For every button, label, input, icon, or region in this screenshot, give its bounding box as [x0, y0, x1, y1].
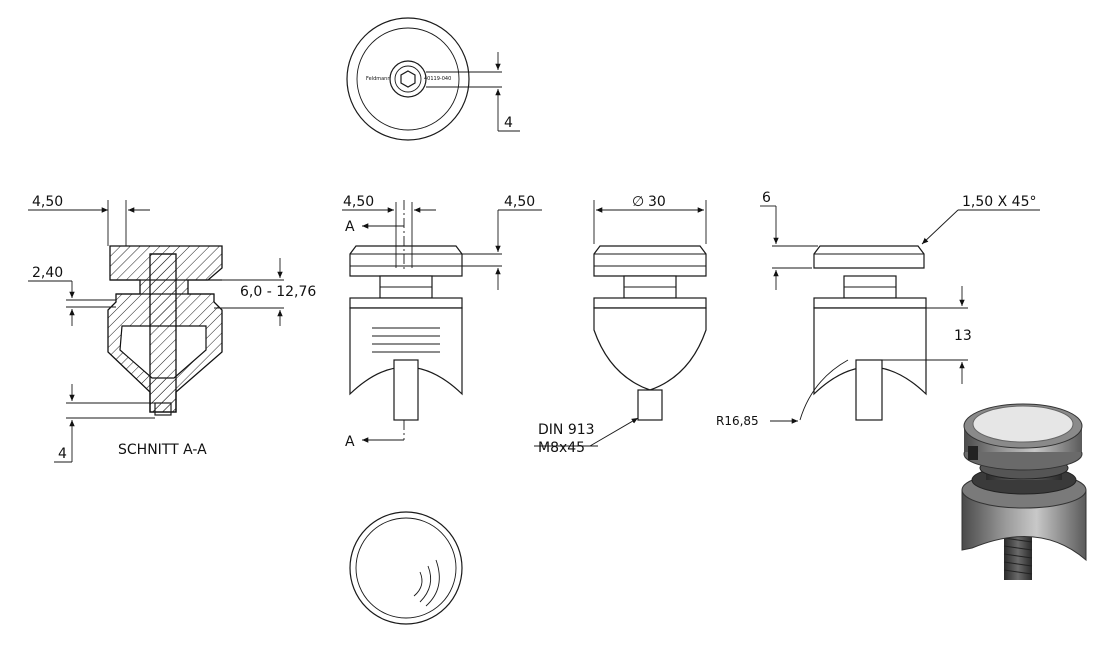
section-view: 4,50 2,40 6,0 - 12,76 4 SCHNITT A-A — [28, 194, 316, 463]
front-view: A A 4,50 4,50 — [342, 194, 542, 450]
section-marker-bottom: A — [345, 434, 355, 450]
section-dim-range: 6,0 - 12,76 — [240, 284, 316, 300]
section-dim-top: 4,50 — [32, 194, 63, 210]
engraving-right: 40119-040 — [424, 76, 451, 82]
right-dim-height: 6 — [762, 190, 771, 206]
engraving-left: Feldmann — [366, 76, 391, 82]
bottom-view — [349, 511, 463, 625]
top-dim-4: 4 — [504, 115, 513, 131]
right-view: 6 1,50 X 45° 13 R16,85 — [716, 190, 1040, 428]
screw-size: M8x45 — [538, 440, 585, 456]
side-dim-diameter: 30 — [648, 194, 666, 210]
section-dim-bottom: 4 — [58, 446, 67, 462]
top-view: Feldmann 40119-040 4 — [346, 17, 520, 141]
screw-standard: DIN 913 — [538, 422, 595, 438]
section-caption: SCHNITT A-A — [118, 442, 207, 458]
diameter-symbol: ∅ — [632, 194, 644, 210]
front-dim-left: 4,50 — [343, 194, 374, 210]
hex-socket-icon — [400, 70, 416, 88]
right-dim-13: 13 — [954, 328, 972, 344]
front-dim-right: 4,50 — [504, 194, 535, 210]
right-dim-radius: R16,85 — [716, 414, 759, 428]
right-dim-chamfer: 1,50 X 45° — [962, 194, 1036, 210]
render-3d — [961, 403, 1087, 580]
section-dim-slot: 2,40 — [32, 265, 63, 281]
side-view: ∅ 30 DIN 913 M8x45 — [534, 194, 707, 456]
section-marker-top: A — [345, 219, 355, 235]
